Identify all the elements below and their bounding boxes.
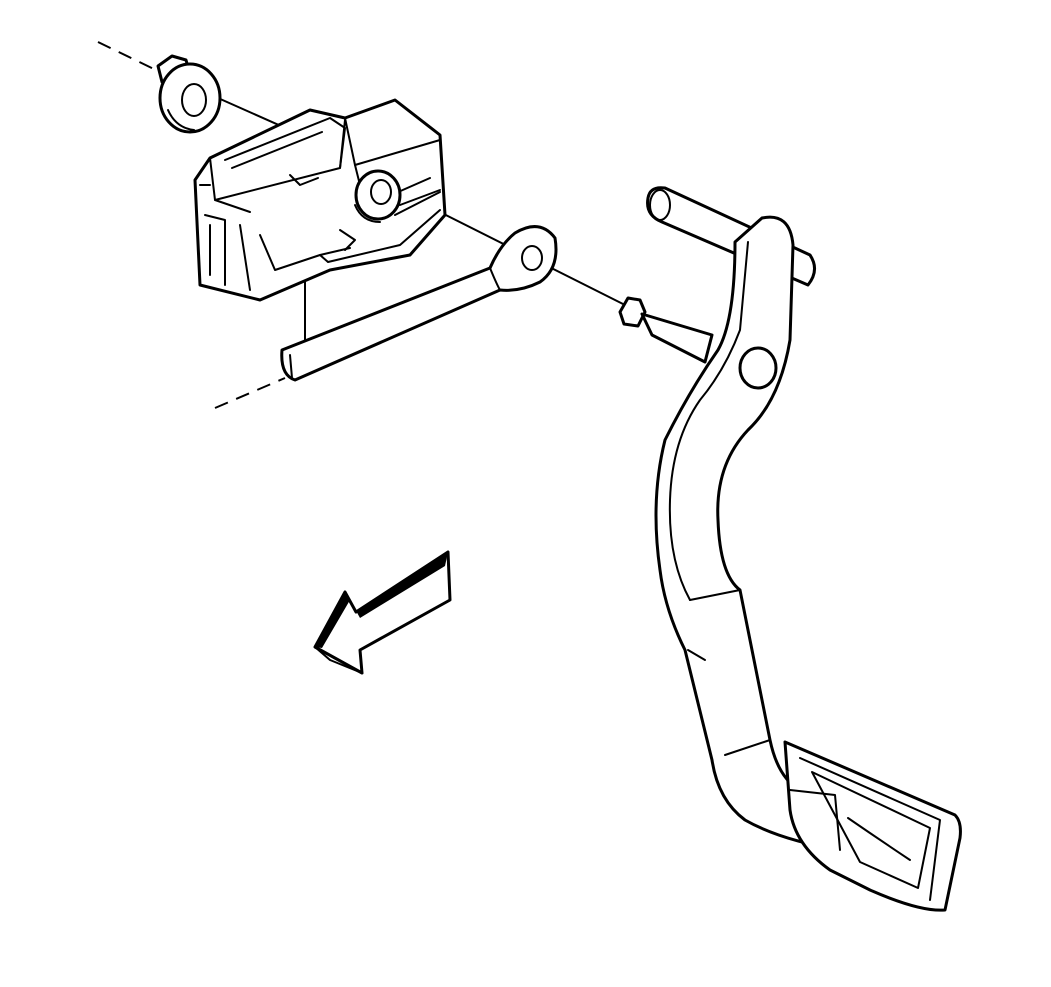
pedal-switch bbox=[193, 98, 447, 302]
pushrod bbox=[280, 225, 558, 382]
pin bbox=[618, 296, 714, 364]
front-of-vehicle-arrow bbox=[313, 550, 452, 675]
brake-pedal bbox=[654, 215, 962, 912]
retaining-nut bbox=[156, 54, 222, 134]
